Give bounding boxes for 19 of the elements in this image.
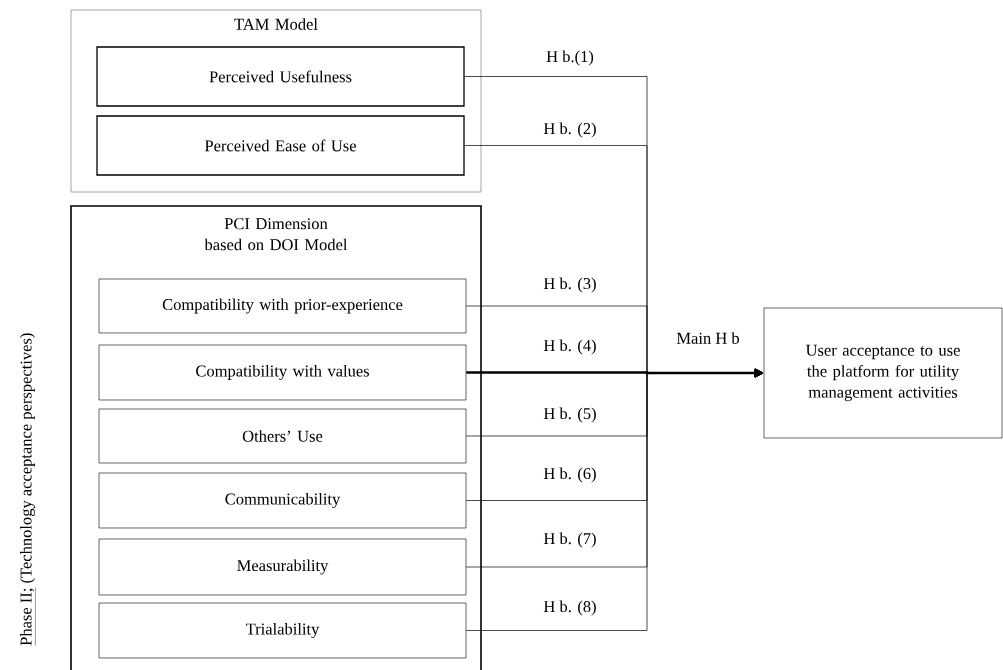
concept-box: Others’ Use <box>98 408 467 464</box>
side-caption: Phase II; (Technology acceptance perspectives) <box>20 333 36 646</box>
edge-label: H b. (7) <box>543 532 596 548</box>
concept-box: Perceived Usefulness <box>96 46 465 107</box>
edge-label: H b. (8) <box>543 600 596 616</box>
edge-label: H b. (2) <box>543 122 596 138</box>
concept-box: User acceptance to use the platform for utility management activities <box>763 307 1003 439</box>
concept-box: Perceived Ease of Use <box>96 115 465 176</box>
edge-label: H b. (5) <box>543 407 596 423</box>
edge-label: H b. (4) <box>543 339 596 355</box>
concept-box: Measurability <box>98 538 467 596</box>
concept-box: Compatibility with values <box>98 344 467 401</box>
concept-box: Trialability <box>98 602 467 659</box>
edge-label: H b.(1) <box>546 50 594 66</box>
edge-label: H b. (6) <box>543 467 596 483</box>
concept-box: Communicability <box>98 472 467 529</box>
hypothesis-label: Main H b <box>676 332 739 344</box>
edge-label: H b. (3) <box>543 277 596 293</box>
concept-box: Compatibility with prior-experience <box>98 278 467 334</box>
